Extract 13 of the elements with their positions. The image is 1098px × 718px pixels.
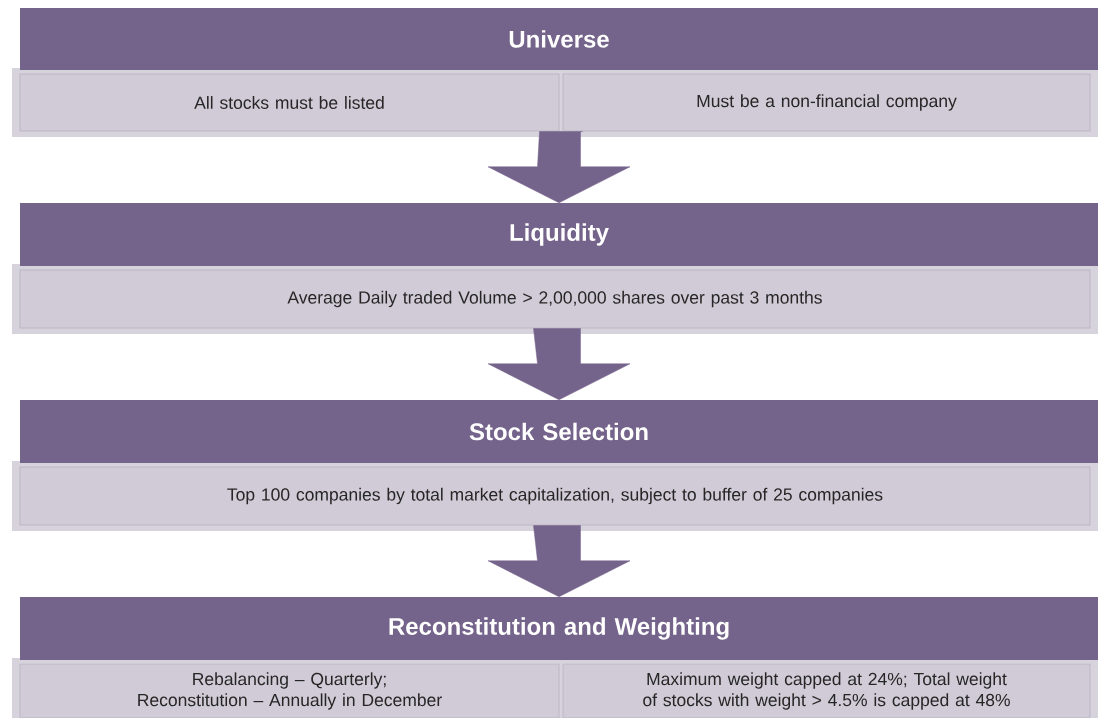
criteria-box: Rebalancing – Quarterly; Reconstitution – Annually in December <box>19 663 560 718</box>
arrow <box>487 328 631 401</box>
header-band: Liquidity <box>20 203 1098 266</box>
header-band: Universe <box>20 8 1098 70</box>
criteria-box: All stocks must be listed <box>19 73 560 132</box>
criteria-box: Maximum weight capped at 24%; Total weight of stocks with weight > 4.5% is capped at 48% <box>562 663 1091 718</box>
criteria-box: Must be a non-financial company <box>562 73 1091 132</box>
arrow <box>487 131 631 204</box>
header-band: Reconstitution and Weighting <box>20 597 1098 660</box>
criteria-box: Average Daily traded Volume > 2,00,000 shares over past 3 months <box>19 269 1091 329</box>
arrow <box>487 525 631 598</box>
header-band: Stock Selection <box>20 400 1098 463</box>
criteria-box: Top 100 companies by total market capitalization, subject to buffer of 25 companies <box>19 466 1091 526</box>
